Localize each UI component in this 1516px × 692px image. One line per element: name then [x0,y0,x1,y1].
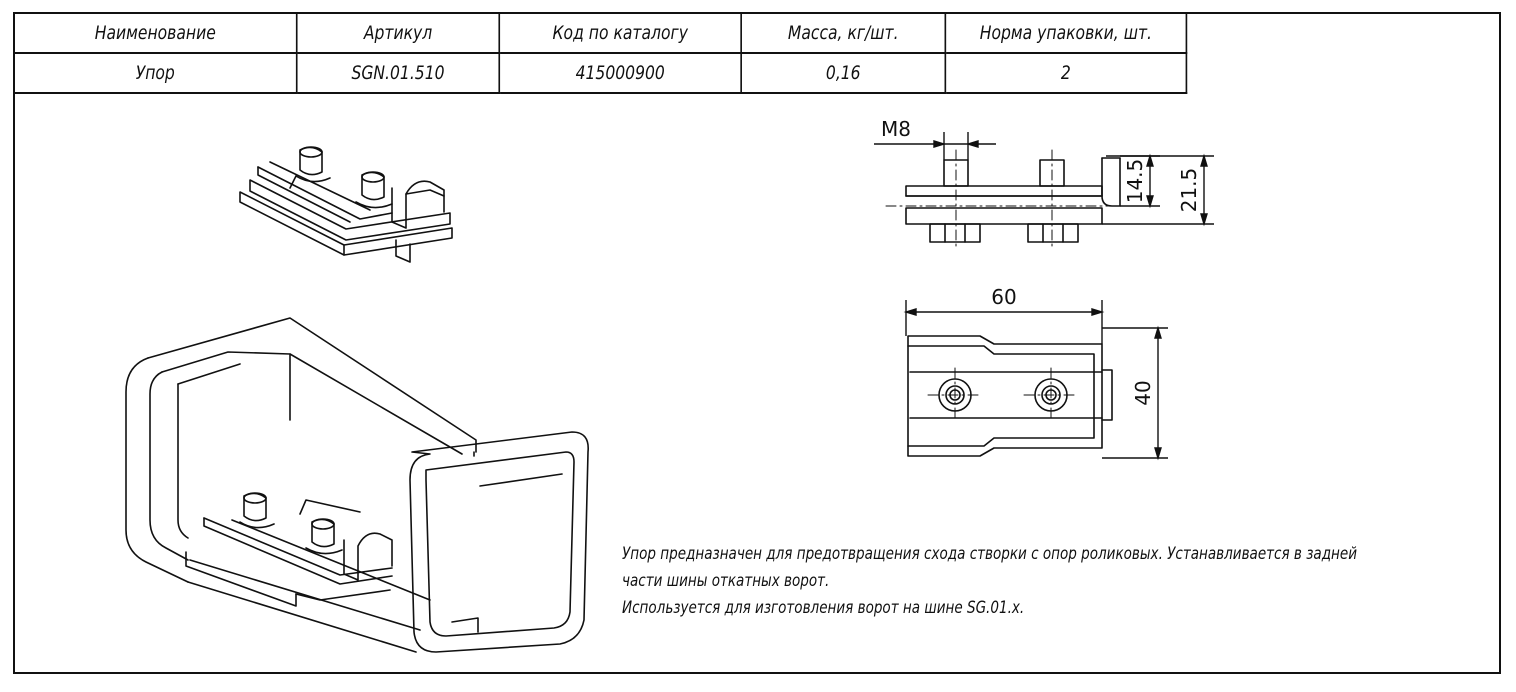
description-line-1: Упор предназначен для предотвращения схо… [622,544,1358,563]
top-view-drawing [907,335,1113,457]
dim-height-total-label: 21.5 [1177,168,1201,213]
cell-name: Упор [12,52,298,94]
cell-catalog-code: 415000900 [498,52,742,94]
header-name: Наименование [12,12,298,54]
dim-depth-label: 40 [1131,380,1155,405]
header-mass: Масса, кг/шт. [740,12,947,54]
spec-table: Наименование Артикул Код по каталогу Мас… [12,12,1188,94]
description-line-2: части шины откатных ворот. [622,571,830,590]
header-pack-norm: Норма упаковки, шт. [944,12,1188,54]
table-row: Упор SGN.01.510 415000900 0,16 2 [12,52,1188,94]
iso-stop-drawing [239,146,453,263]
dim-width-label: 60 [991,285,1016,309]
dim-height-small-label: 14.5 [1123,159,1147,204]
description-line-3: Используется для изготовления ворот на ш… [622,598,1025,617]
header-article: Артикул [295,12,501,54]
table-header-row: Наименование Артикул Код по каталогу Мас… [12,12,1188,54]
cell-article: SGN.01.510 [295,52,501,94]
cell-mass: 0,16 [740,52,947,94]
dim-thread-label: M8 [881,117,911,141]
description-block: Упор предназначен для предотвращения схо… [622,540,1491,621]
cell-pack-norm: 2 [944,52,1188,94]
iso-rail-drawing [125,317,589,653]
dimension-lines [874,132,1214,461]
side-view-drawing [885,149,1121,251]
